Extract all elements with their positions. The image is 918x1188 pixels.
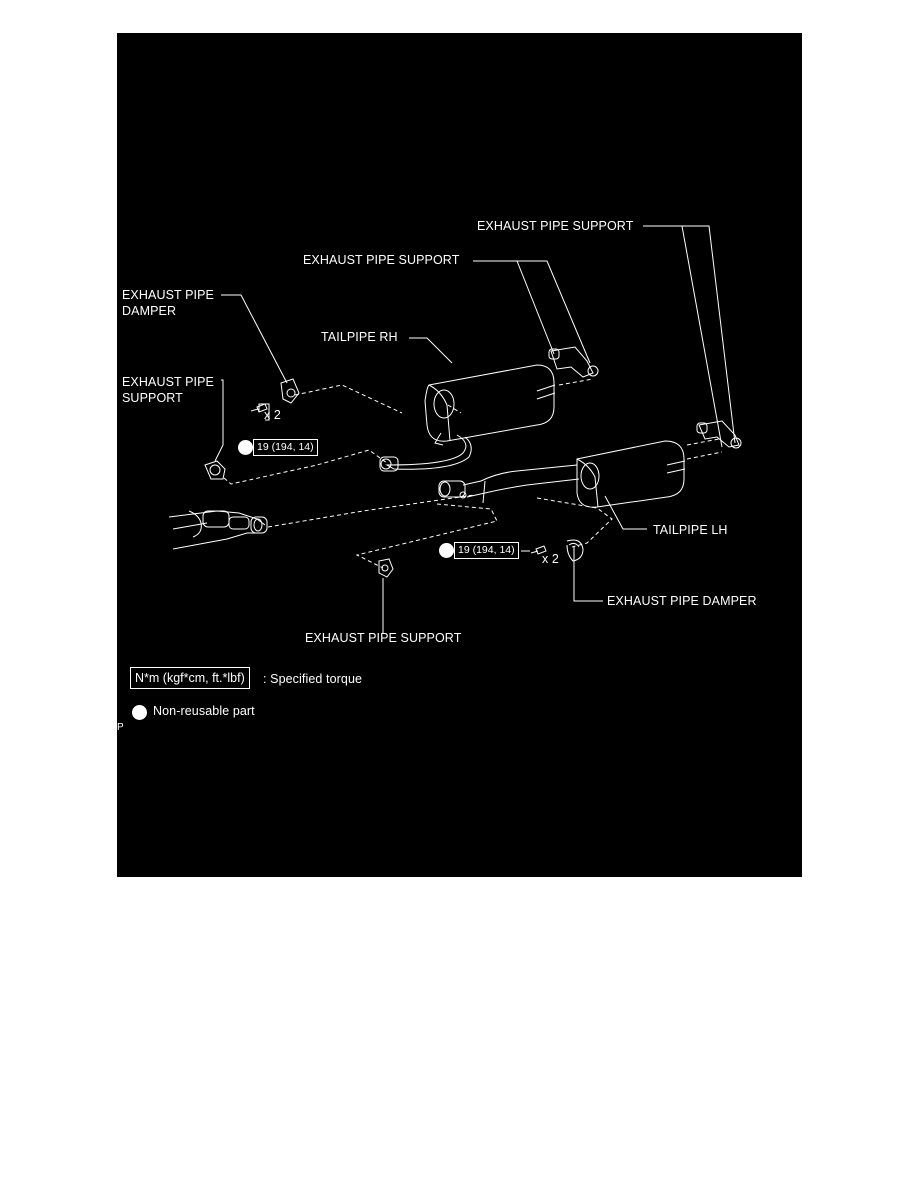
label-tailpipe-rh: TAILPIPE RH bbox=[321, 330, 398, 344]
dashed-lines bbox=[223, 378, 723, 569]
label-damper-left-line1: EXHAUST PIPE bbox=[122, 288, 214, 302]
legend-torque-units: N*m (kgf*cm, ft.*lbf) bbox=[130, 667, 250, 689]
torque-box-left: 19 (194, 14) bbox=[253, 439, 318, 456]
label-support-upper-mid: EXHAUST PIPE SUPPORT bbox=[303, 253, 460, 267]
legend-non-reusable-text: Non-reusable part bbox=[153, 704, 255, 718]
label-support-top-right: EXHAUST PIPE SUPPORT bbox=[477, 219, 634, 233]
torque-box-right: 19 (194, 14) bbox=[454, 542, 519, 559]
bolts bbox=[250, 403, 547, 555]
support-top-right-shape bbox=[696, 420, 742, 449]
damper-right-shape bbox=[566, 539, 584, 562]
label-damper-left-line2: DAMPER bbox=[122, 304, 177, 318]
leader-lines bbox=[214, 225, 736, 634]
tailpipe-lh-muffler bbox=[438, 440, 686, 508]
non-reusable-marker-left bbox=[238, 440, 253, 455]
legend-non-reusable-icon bbox=[132, 705, 147, 720]
support-upper-mid-shape bbox=[548, 346, 599, 378]
label-damper-right: EXHAUST PIPE DAMPER bbox=[607, 594, 757, 608]
support-bottom-shape bbox=[378, 558, 394, 578]
exhaust-diagram: EXHAUST PIPE SUPPORT EXHAUST PIPE SUPPOR… bbox=[117, 33, 802, 877]
damper-left-shape bbox=[280, 378, 300, 404]
tailpipe-rh-muffler bbox=[379, 364, 556, 472]
left-fastener-qty: x 2 bbox=[264, 408, 281, 422]
legend-torque-desc: : Specified torque bbox=[263, 672, 363, 686]
non-reusable-marker-right bbox=[439, 543, 454, 558]
label-support-bottom: EXHAUST PIPE SUPPORT bbox=[305, 631, 462, 645]
label-tailpipe-lh: TAILPIPE LH bbox=[653, 523, 728, 537]
label-support-left-line1: EXHAUST PIPE bbox=[122, 375, 214, 389]
support-left-shape bbox=[204, 460, 226, 480]
exhaust-illustration bbox=[168, 225, 742, 634]
corner-mark: P bbox=[117, 722, 124, 733]
right-fastener-qty: x 2 bbox=[542, 552, 559, 566]
label-support-left-line2: SUPPORT bbox=[122, 391, 183, 405]
front-pipe bbox=[168, 510, 268, 550]
